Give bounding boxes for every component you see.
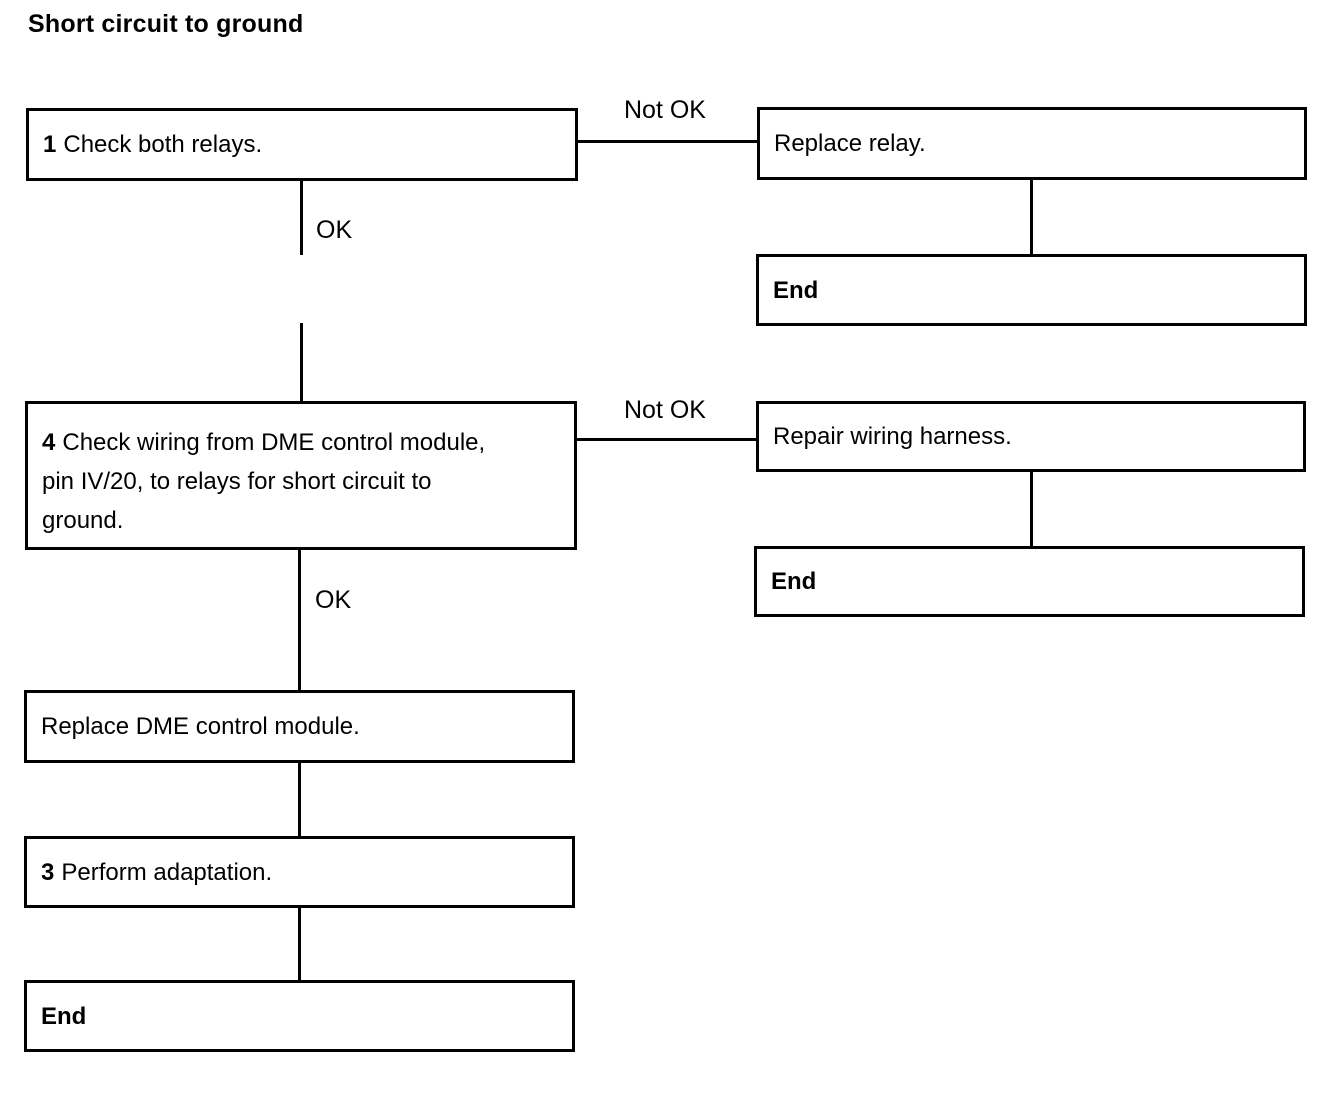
connector-replace-dme-adaptation xyxy=(298,763,301,838)
step-number: 1 xyxy=(43,131,57,158)
connector-adaptation-end xyxy=(298,908,301,982)
step-repair-wiring: Repair wiring harness. xyxy=(756,401,1306,472)
label-ok-1: OK xyxy=(316,216,353,244)
label-not-ok-1: Not OK xyxy=(624,96,706,124)
label-ok-2: OK xyxy=(315,586,352,614)
step-text: Replace relay. xyxy=(774,130,926,157)
label-not-ok-2: Not OK xyxy=(624,396,706,424)
step-number: 3 xyxy=(41,858,55,886)
step-text: Check both relays. xyxy=(63,131,263,158)
step-check-relays: 1 Check both relays. xyxy=(26,108,578,181)
step-perform-adaptation: 3 Perform adaptation. xyxy=(24,836,575,908)
step-replace-dme: Replace DME control module. xyxy=(24,690,575,763)
step-number: 4 xyxy=(42,429,56,456)
diagram-title: Short circuit to ground xyxy=(28,10,304,38)
connector-repair-wiring-end xyxy=(1030,472,1033,548)
connector-ok-1-top xyxy=(300,181,303,255)
step-text: Repair wiring harness. xyxy=(773,423,1012,450)
step-end-3: End xyxy=(24,980,575,1052)
step-replace-relay: Replace relay. xyxy=(757,107,1307,180)
step-text: End xyxy=(771,568,817,595)
connector-not-ok-1 xyxy=(578,140,759,143)
step-text: End xyxy=(41,1002,87,1030)
connector-replace-relay-end xyxy=(1030,180,1033,256)
step-text: End xyxy=(773,276,819,304)
connector-ok-1-bottom xyxy=(300,323,303,403)
step-end-2: End xyxy=(754,546,1305,617)
step-text: Perform adaptation. xyxy=(61,858,273,886)
connector-ok-2 xyxy=(298,550,301,692)
step-end-1: End xyxy=(756,254,1307,326)
step-text: Replace DME control module. xyxy=(41,713,360,740)
connector-not-ok-2 xyxy=(577,438,758,441)
step-text: Check wiring from DME control module, pi… xyxy=(42,429,486,534)
